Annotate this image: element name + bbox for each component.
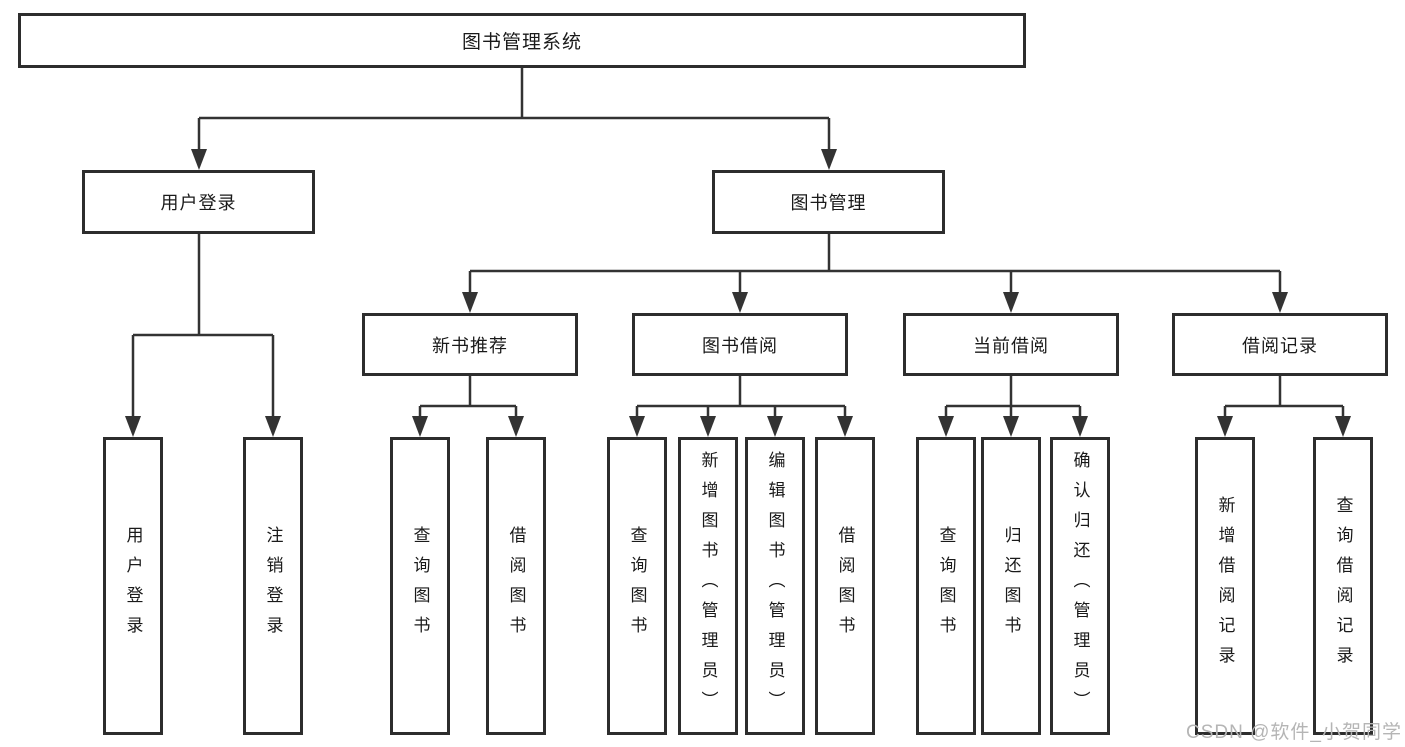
leaf-borrow-books-borrow: 借阅图书 [815, 437, 875, 735]
leaf-edit-books-admin: 编辑图书（管理员） [745, 437, 805, 735]
node-label: 查询图书 [627, 526, 647, 646]
node-borrowing-records: 借阅记录 [1172, 313, 1388, 376]
node-label: 新增图书（管理员） [698, 451, 718, 721]
node-label: 查询图书 [410, 526, 430, 646]
leaf-logout-login: 注销登录 [243, 437, 303, 735]
leaf-user-login: 用户登录 [103, 437, 163, 735]
node-label: 查询图书 [936, 526, 956, 646]
leaf-borrow-books-recommend: 借阅图书 [486, 437, 546, 735]
node-label: 图书管理系统 [461, 32, 582, 53]
node-label: 用户登录 [160, 193, 237, 213]
leaf-query-books-borrow: 查询图书 [607, 437, 667, 735]
node-label: 新增借阅记录 [1215, 496, 1235, 676]
node-label: 借阅图书 [835, 526, 855, 646]
node-label: 用户登录 [123, 526, 143, 646]
leaf-add-borrow-record: 新增借阅记录 [1195, 437, 1255, 735]
node-book-borrowing: 图书借阅 [632, 313, 848, 376]
node-label: 图书借阅 [702, 335, 778, 356]
leaf-query-borrow-record: 查询借阅记录 [1313, 437, 1373, 735]
node-label: 借阅记录 [1242, 335, 1318, 356]
leaf-query-books-current: 查询图书 [916, 437, 976, 735]
node-label: 归还图书 [1001, 526, 1021, 646]
leaf-query-books-recommend: 查询图书 [390, 437, 450, 735]
leaf-confirm-return-admin: 确认归还（管理员） [1050, 437, 1110, 735]
leaf-add-books-admin: 新增图书（管理员） [678, 437, 738, 735]
node-label: 确认归还（管理员） [1070, 451, 1090, 721]
node-label: 编辑图书（管理员） [765, 451, 785, 721]
node-label: 图书管理 [790, 193, 867, 213]
node-label: 注销登录 [263, 526, 283, 646]
csdn-watermark: CSDN @软件_小贺同学 [1186, 722, 1402, 743]
node-system-root: 图书管理系统 [18, 13, 1026, 68]
node-label: 借阅图书 [506, 526, 526, 646]
node-label: 当前借阅 [973, 335, 1049, 356]
node-label: 查询借阅记录 [1333, 496, 1353, 676]
leaf-return-books: 归还图书 [981, 437, 1041, 735]
node-current-borrowing: 当前借阅 [903, 313, 1119, 376]
node-user-login: 用户登录 [82, 170, 315, 234]
node-book-management: 图书管理 [712, 170, 945, 234]
node-new-book-recommendation: 新书推荐 [362, 313, 578, 376]
node-label: 新书推荐 [432, 335, 508, 356]
